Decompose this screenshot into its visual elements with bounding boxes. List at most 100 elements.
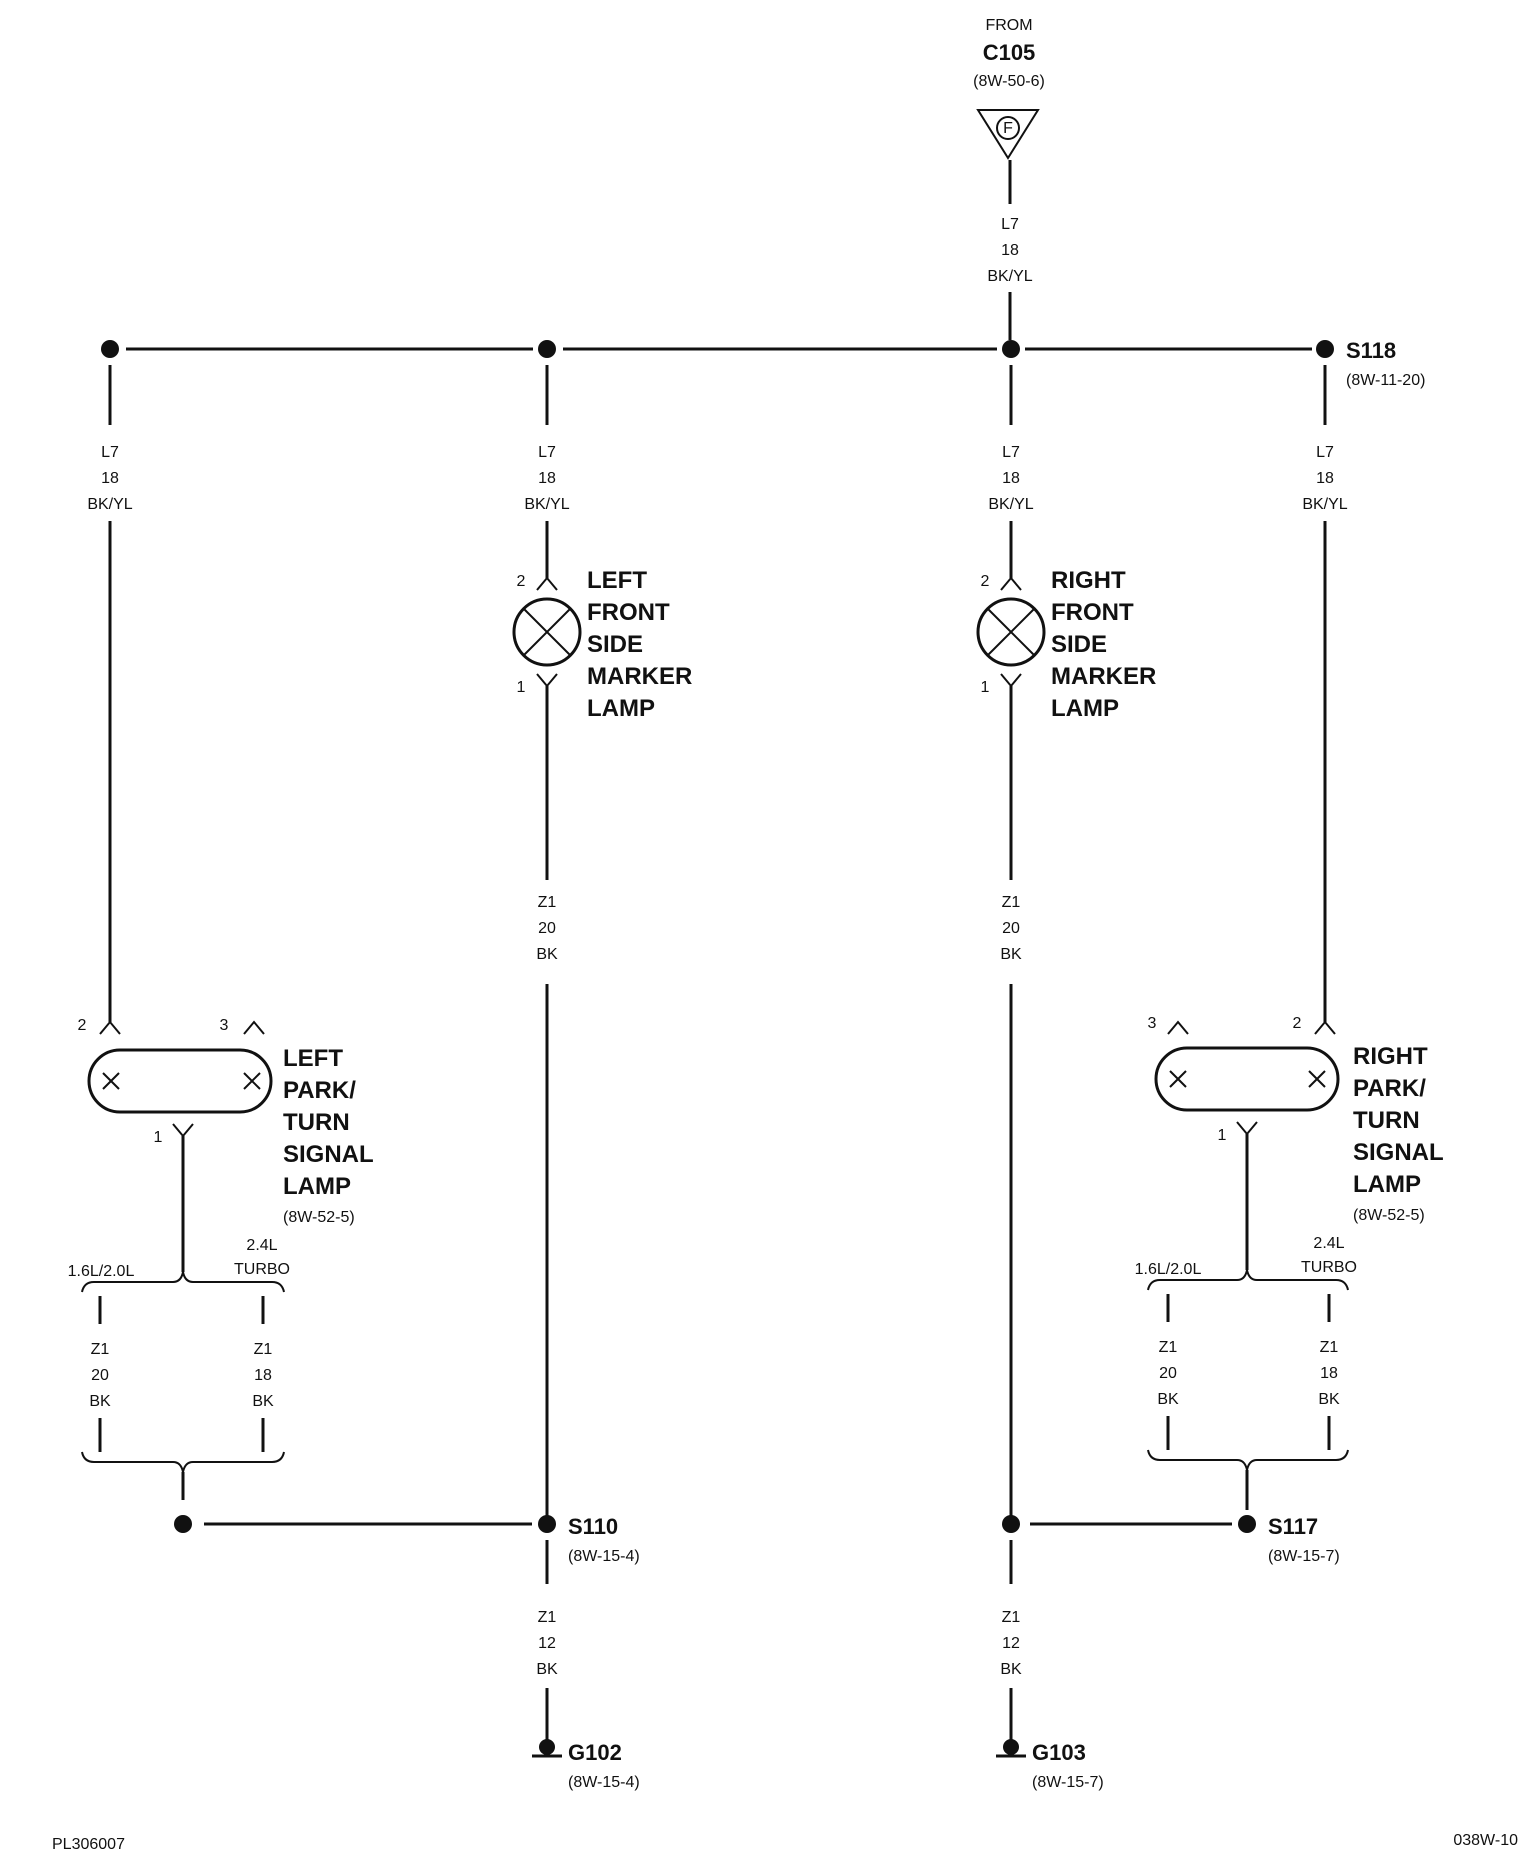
left-marker-pin-bottom: 1 [517, 679, 526, 696]
wire-right-opt-a-gauge: 20 [1159, 1365, 1177, 1382]
wire-c105-circuit: L7 [1001, 216, 1019, 233]
wire-right-opt-b-circuit: Z1 [1320, 1339, 1339, 1356]
right-marker-pin-top: 2 [981, 573, 990, 590]
splice-s118-ref: (8W-11-20) [1346, 372, 1425, 389]
right-option-engine-b-2: TURBO [1301, 1259, 1357, 1276]
wire-l7-lmarker-circuit: L7 [538, 444, 556, 461]
left-option-brace-bottom [81, 1451, 285, 1473]
left-marker-name-5: LAMP [587, 695, 655, 722]
wire-l7-rmarker-circuit: L7 [1002, 444, 1020, 461]
connector-c105-symbol [976, 109, 1040, 160]
right-marker-name-2: FRONT [1051, 599, 1134, 626]
left-marker-name-1: LEFT [587, 567, 647, 594]
right-park-lamp-symbol [1154, 1020, 1340, 1136]
right-option-engine-a: 1.6L/2.0L [1135, 1261, 1202, 1278]
wire-z1-rmarker-gauge: 20 [1002, 920, 1020, 937]
right-marker-pin-bottom: 1 [981, 679, 990, 696]
wire-right-opt-a-color: BK [1157, 1391, 1179, 1408]
wire-left-opt-a-color: BK [89, 1393, 111, 1410]
right-park-name-3: TURN [1353, 1107, 1420, 1134]
wire-left-opt-a-gauge: 20 [91, 1367, 109, 1384]
wire-l7-left-gauge: 18 [101, 470, 119, 487]
right-ground-node [1002, 1515, 1020, 1533]
wire-left-opt-b-gauge: 18 [254, 1367, 272, 1384]
ground-g102-ref: (8W-15-4) [568, 1774, 640, 1791]
wire-c105-color: BK/YL [987, 268, 1032, 285]
wire-left-opt-b-circuit: Z1 [254, 1341, 273, 1358]
left-park-name-1: LEFT [283, 1045, 343, 1072]
splice-s118-name: S118 [1346, 338, 1396, 363]
wire-z1-lmarker-color: BK [536, 946, 558, 963]
bus-node-right-marker [1002, 340, 1020, 358]
wire-right-opt-a-circuit: Z1 [1159, 1339, 1178, 1356]
splice-s117-dot [1238, 1515, 1256, 1533]
right-marker-name-5: LAMP [1051, 695, 1119, 722]
splice-s117-ref: (8W-15-7) [1268, 1548, 1340, 1565]
left-park-name-4: SIGNAL [283, 1141, 374, 1168]
right-option-engine-b-1: 2.4L [1313, 1235, 1344, 1252]
wire-l7-right-circuit: L7 [1316, 444, 1334, 461]
right-park-name-5: LAMP [1353, 1171, 1421, 1198]
wire-s110-circuit: Z1 [538, 1609, 557, 1626]
footer-left-code: PL306007 [52, 1836, 125, 1853]
right-park-pin-3: 3 [1148, 1015, 1157, 1032]
right-park-pin-1: 1 [1218, 1127, 1227, 1144]
right-marker-name-3: SIDE [1051, 631, 1107, 658]
left-ground-node [174, 1515, 192, 1533]
wire-left-opt-a-circuit: Z1 [91, 1341, 110, 1358]
left-park-pin-3: 3 [220, 1017, 229, 1034]
left-option-brace-top [81, 1271, 285, 1293]
source-ref: (8W-50-6) [973, 73, 1045, 90]
splice-s110-ref: (8W-15-4) [568, 1548, 640, 1565]
wire-z1-lmarker-circuit: Z1 [538, 894, 557, 911]
wire-l7-left-circuit: L7 [101, 444, 119, 461]
wire-right-opt-b-color: BK [1318, 1391, 1340, 1408]
left-park-lamp-symbol [87, 1020, 273, 1138]
ground-g102-symbol [532, 1739, 562, 1758]
left-option-engine-b-1: 2.4L [246, 1237, 277, 1254]
wire-g103-circuit: Z1 [1002, 1609, 1021, 1626]
right-park-name-1: RIGHT [1353, 1043, 1428, 1070]
right-option-brace-top [1147, 1269, 1349, 1291]
left-marker-pin-top: 2 [517, 573, 526, 590]
right-marker-lamp-symbol [976, 576, 1046, 688]
wire-left-opt-b-color: BK [252, 1393, 274, 1410]
wire-s110-color: BK [536, 1661, 558, 1678]
left-marker-name-4: MARKER [587, 663, 692, 690]
right-marker-name-1: RIGHT [1051, 567, 1126, 594]
wire-l7-lmarker-color: BK/YL [524, 496, 569, 513]
wire-g103-gauge: 12 [1002, 1635, 1020, 1652]
wire-z1-rmarker-circuit: Z1 [1002, 894, 1021, 911]
ground-g103-ref: (8W-15-7) [1032, 1774, 1104, 1791]
wire-l7-rmarker-gauge: 18 [1002, 470, 1020, 487]
wire-z1-lmarker-gauge: 20 [538, 920, 556, 937]
source-connector: C105 [983, 40, 1036, 65]
left-marker-lamp-symbol [512, 576, 582, 688]
wire-c105-gauge: 18 [1001, 242, 1019, 259]
left-option-engine-a: 1.6L/2.0L [68, 1263, 135, 1280]
right-park-ref: (8W-52-5) [1353, 1207, 1425, 1224]
right-park-pin-2: 2 [1293, 1015, 1302, 1032]
wire-z1-rmarker-color: BK [1000, 946, 1022, 963]
left-park-pin-2: 2 [78, 1017, 87, 1034]
left-marker-name-3: SIDE [587, 631, 643, 658]
splice-s118-dot [1316, 340, 1334, 358]
source-from-label: FROM [985, 17, 1032, 34]
left-park-pin-1: 1 [154, 1129, 163, 1146]
wire-l7-right-gauge: 18 [1316, 470, 1334, 487]
left-park-name-5: LAMP [283, 1173, 351, 1200]
ground-g103-name: G103 [1032, 1740, 1086, 1765]
left-park-name-3: TURN [283, 1109, 350, 1136]
footer-right-code: 038W-10 [1453, 1832, 1518, 1849]
source-pin: F [1003, 120, 1013, 137]
ground-g103-symbol [996, 1739, 1026, 1758]
wire-right-opt-b-gauge: 18 [1320, 1365, 1338, 1382]
right-option-brace-bottom [1147, 1449, 1349, 1471]
right-park-name-4: SIGNAL [1353, 1139, 1444, 1166]
wire-l7-left-color: BK/YL [87, 496, 132, 513]
left-park-name-2: PARK/ [283, 1077, 356, 1104]
wire-l7-right-color: BK/YL [1302, 496, 1347, 513]
bus-node-left-marker [538, 340, 556, 358]
wire-g103-color: BK [1000, 1661, 1022, 1678]
